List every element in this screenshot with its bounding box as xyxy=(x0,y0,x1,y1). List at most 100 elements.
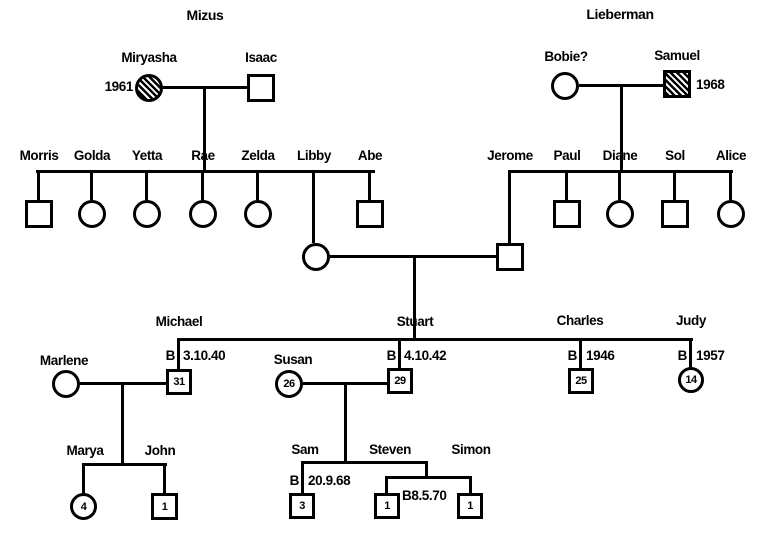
born-prefix-michael: B xyxy=(165,348,176,363)
symbol-male-jerome xyxy=(496,243,524,271)
symbol-male-charles: 25 xyxy=(568,368,594,394)
symbol-male-paul xyxy=(553,200,581,228)
symbol-female-deceased-miryasha xyxy=(135,74,163,102)
line-drop-sam xyxy=(301,463,304,493)
person-name-marya: Marya xyxy=(66,443,104,458)
line-drop-abe xyxy=(368,170,371,200)
symbol-male-morris xyxy=(25,200,53,228)
family-title-lieberman: Lieberman xyxy=(586,6,654,22)
person-name-steven: Steven xyxy=(369,442,411,457)
born-prefix-stuart: B xyxy=(386,348,397,363)
line-sibship-gen3 xyxy=(177,338,693,341)
line-drop-golda xyxy=(90,170,93,200)
symbol-female-susan: 26 xyxy=(275,370,303,398)
line-twin-apex xyxy=(425,463,428,478)
born-date-twins: B8.5.70 xyxy=(402,488,447,503)
person-name-michael: Michael xyxy=(155,314,203,329)
born-date-sam: 20.9.68 xyxy=(308,473,351,488)
person-name-judy: Judy xyxy=(676,313,706,328)
person-name-sam: Sam xyxy=(291,442,319,457)
symbol-male-simon: 1 xyxy=(457,493,483,519)
person-name-alice: Alice xyxy=(715,148,747,163)
symbol-male-michael: 31 xyxy=(166,369,192,395)
symbol-female-bobie xyxy=(551,72,579,100)
born-date-judy: 1957 xyxy=(696,348,725,363)
line-descent-susan-stuart xyxy=(344,382,347,464)
line-drop-libby xyxy=(312,170,315,243)
born-prefix-judy: B xyxy=(677,348,688,363)
line-drop-rae xyxy=(201,170,204,200)
person-name-morris: Morris xyxy=(19,148,59,163)
symbol-male-john: 1 xyxy=(151,493,178,520)
line-descent-marlene-michael xyxy=(121,382,124,466)
year-label-samuel: 1968 xyxy=(696,77,725,92)
person-name-charles: Charles xyxy=(556,313,604,328)
line-sibship-mizus xyxy=(36,170,375,173)
person-name-diane: Diane xyxy=(602,148,638,163)
person-name-yetta: Yetta xyxy=(131,148,163,163)
line-drop-sol xyxy=(673,170,676,200)
person-name-bobie: Bobie? xyxy=(544,49,588,64)
family-title-mizus: Mizus xyxy=(186,7,224,23)
line-sibship-stuart-kids xyxy=(301,461,428,464)
symbol-male-steven: 1 xyxy=(374,493,400,519)
person-name-zelda: Zelda xyxy=(241,148,275,163)
line-drop-simon xyxy=(469,478,472,494)
person-name-john: John xyxy=(144,443,176,458)
line-drop-steven xyxy=(385,478,388,494)
line-drop-marya xyxy=(82,465,85,494)
symbol-male-sol xyxy=(661,200,689,228)
line-descent-mizus xyxy=(203,87,206,172)
person-name-sol: Sol xyxy=(665,148,685,163)
symbol-female-rae xyxy=(189,200,217,228)
symbol-female-yetta xyxy=(133,200,161,228)
symbol-female-diane xyxy=(606,200,634,228)
symbol-female-alice xyxy=(717,200,745,228)
person-name-rae: Rae xyxy=(191,148,215,163)
born-date-stuart: 4.10.42 xyxy=(404,348,447,363)
person-name-golda: Golda xyxy=(73,148,111,163)
line-drop-judy xyxy=(689,340,692,370)
person-name-isaac: Isaac xyxy=(245,50,277,65)
person-name-samuel: Samuel xyxy=(654,48,700,63)
symbol-male-isaac xyxy=(247,74,275,102)
born-prefix-sam: B xyxy=(289,473,300,488)
symbol-male-deceased-samuel xyxy=(663,70,691,98)
person-name-libby: Libby xyxy=(297,148,331,163)
line-drop-alice xyxy=(729,170,732,200)
line-twin-bracket xyxy=(385,476,472,479)
line-drop-jerome xyxy=(508,170,511,243)
symbol-female-judy: 14 xyxy=(678,367,704,393)
symbol-male-abe xyxy=(356,200,384,228)
line-drop-john xyxy=(163,465,166,494)
line-descent-libby-jerome xyxy=(413,256,416,340)
line-drop-morris xyxy=(37,170,40,200)
born-prefix-charles: B xyxy=(567,348,578,363)
symbol-female-marya: 4 xyxy=(70,493,97,520)
person-name-marlene: Marlene xyxy=(39,353,89,368)
person-name-stuart: Stuart xyxy=(396,314,434,329)
person-name-simon: Simon xyxy=(451,442,491,457)
person-name-miryasha: Miryasha xyxy=(121,50,177,65)
symbol-male-stuart: 29 xyxy=(387,368,413,394)
person-name-paul: Paul xyxy=(553,148,581,163)
born-date-michael: 3.10.40 xyxy=(183,348,226,363)
person-name-jerome: Jerome xyxy=(487,148,533,163)
year-label-miryasha: 1961 xyxy=(104,79,134,94)
line-drop-diane xyxy=(618,170,621,200)
born-date-charles: 1946 xyxy=(586,348,615,363)
symbol-female-zelda xyxy=(244,200,272,228)
line-drop-michael xyxy=(177,340,180,370)
line-drop-stuart xyxy=(398,340,401,370)
line-drop-paul xyxy=(565,170,568,200)
line-drop-yetta xyxy=(145,170,148,200)
line-drop-zelda xyxy=(256,170,259,200)
symbol-male-sam: 3 xyxy=(289,493,315,519)
person-name-susan: Susan xyxy=(273,352,313,367)
line-descent-lieberman xyxy=(620,85,623,172)
symbol-female-libby xyxy=(302,243,330,271)
person-name-abe: Abe xyxy=(357,148,383,163)
symbol-female-golda xyxy=(78,200,106,228)
line-drop-charles xyxy=(579,340,582,370)
